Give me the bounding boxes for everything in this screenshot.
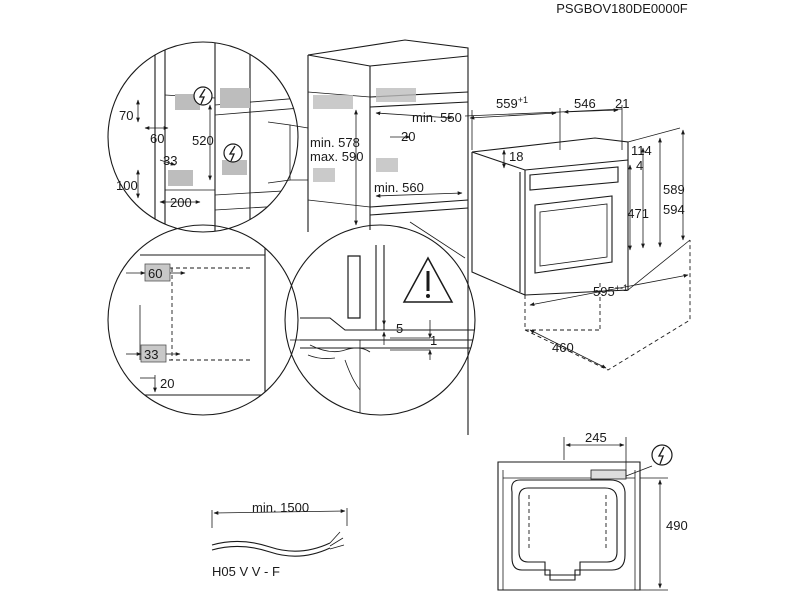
- detail-circle-mid-center: [284, 224, 476, 416]
- oven-589: 589: [663, 182, 685, 197]
- detail1-60: 60: [150, 131, 164, 146]
- niche-20: 20: [401, 129, 415, 144]
- oven-drawing: [464, 105, 691, 371]
- detail1-33: 33: [163, 153, 177, 168]
- detail2-20: 20: [160, 376, 174, 391]
- detail3-5: 5: [396, 321, 403, 336]
- oven-114: 114: [631, 143, 652, 158]
- electrical-connection-icon: [651, 444, 673, 466]
- detail3-1: 1: [430, 333, 437, 348]
- niche-min578: min. 578: [310, 135, 360, 150]
- detail-circle-top-left: [107, 41, 299, 233]
- oven-559: 559+1: [496, 95, 528, 111]
- niche-min560: min. 560: [374, 180, 424, 195]
- detail-circle-mid-left: [107, 224, 299, 416]
- niche-min550: min. 550: [412, 110, 462, 125]
- detail1-520: 520: [192, 133, 214, 148]
- cable-type: H05 V V - F: [212, 564, 280, 579]
- cable-drawing: [211, 508, 348, 557]
- oven-4: 4: [636, 158, 643, 173]
- detail1-100: 100: [116, 178, 138, 193]
- oven-471: 471: [627, 206, 649, 221]
- oven-595: 595+-1: [593, 283, 628, 299]
- electrical-connection-icon: [193, 86, 213, 106]
- model-code: PSGBOV180DE0000F: [556, 1, 688, 16]
- oven-460: 460: [552, 340, 574, 355]
- detail1-200: 200: [170, 195, 192, 210]
- detail2-60: 60: [148, 266, 162, 281]
- niche-cabinet: [267, 39, 469, 435]
- detail2-33: 33: [144, 347, 158, 362]
- back-view: [497, 437, 668, 591]
- detail1-70: 70: [119, 108, 133, 123]
- oven-21: 21: [615, 96, 629, 111]
- cable-length: min. 1500: [252, 500, 309, 515]
- back-245: 245: [585, 430, 607, 445]
- oven-594: 594: [663, 202, 685, 217]
- warning-triangle-icon: [402, 256, 454, 303]
- oven-18: 18: [509, 149, 523, 164]
- oven-546: 546: [574, 96, 596, 111]
- electrical-connection-icon: [223, 143, 243, 163]
- niche-max590: max. 590: [310, 149, 363, 164]
- back-490: 490: [666, 518, 688, 533]
